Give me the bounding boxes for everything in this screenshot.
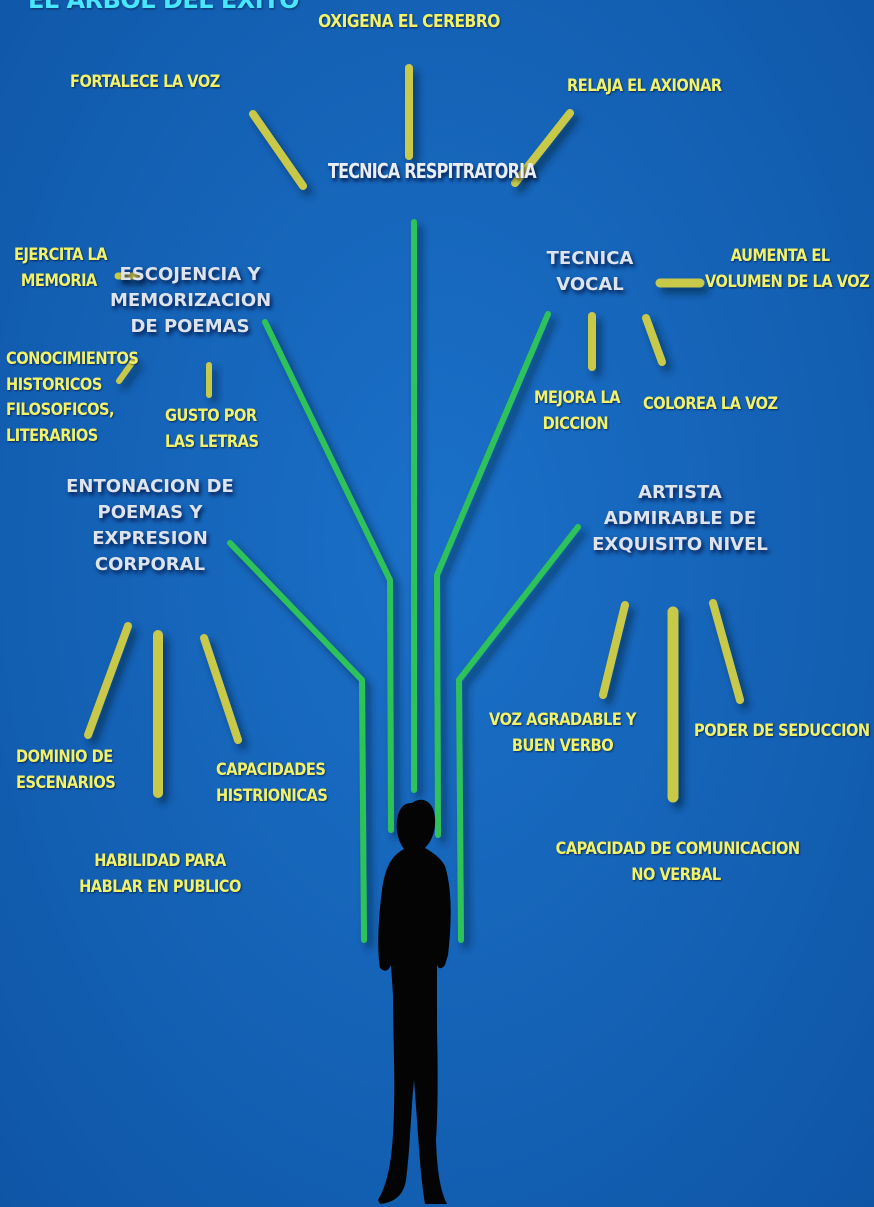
diagram-title: EL ARBOL DEL EXITO [28,0,300,14]
twig-fortalece [249,110,307,190]
benefit-ejercita-memoria: EJERCITA LA MEMORIA [14,245,108,291]
twig-seduccion [709,599,744,704]
benefit-colorea-voz: COLOREA LA VOZ [643,394,778,414]
benefit-voz-agradable: VOZ AGRADABLE Y BUEN VERBO [489,710,636,756]
branch-tecnica-vocal [434,311,551,838]
benefit-comunicacion-no-verbal: CAPACIDAD DE COMUNICACION NO VERBAL [555,839,801,885]
twig-relaja [511,109,574,187]
benefit-hablar-publico: HABILIDAD PARA HABLAR EN PUBLICO [79,851,241,897]
benefit-oxigena: OXIGENA EL CEREBRO [318,11,500,32]
twig-dominio [84,622,132,739]
benefit-poder-seduccion: PODER DE SEDUCCION [694,721,870,741]
benefit-dominio-escenarios: DOMINIO DE ESCENARIOS [16,747,116,793]
benefit-aumenta-volumen: AUMENTA EL VOLUMEN DE LA VOZ [705,246,870,292]
header-escojencia: ESCOJENCIA Y MEMORIZACION DE POEMAS [110,264,272,338]
twig-capacidades [200,634,242,744]
header-artista: ARTISTA ADMIRABLE DE EXQUISITO NIVEL [592,482,768,556]
branch-entonacion [227,540,367,943]
header-tecnica-vocal: TECNICA VOCAL [546,248,634,296]
twig-colorea [642,314,666,366]
twig-voz-agradable [599,601,629,699]
branch-artista [456,524,581,943]
person-silhouette [378,799,451,1204]
twig-conocimientos [116,357,137,384]
benefit-mejora-diccion: MEJORA LA DICCION [534,388,621,434]
benefit-conocimientos: CONOCIMIENTOS HISTORICOS FILOSOFICOS, LI… [6,349,139,446]
benefit-fortalece: FORTALECE LA VOZ [70,72,220,92]
benefit-capacidades-histrionicas: CAPACIDADES HISTRIONICAS [216,760,328,806]
header-entonacion: ENTONACION DE POEMAS Y EXPRESION CORPORA… [66,476,234,576]
branch-escojencia [262,319,394,833]
benefit-gusto-letras: GUSTO POR LAS LETRAS [165,406,259,452]
header-tecnica-respiratoria: TECNICA RESPITRATORIA [328,159,537,183]
benefit-relaja: RELAJA EL AXIONAR [567,76,722,96]
